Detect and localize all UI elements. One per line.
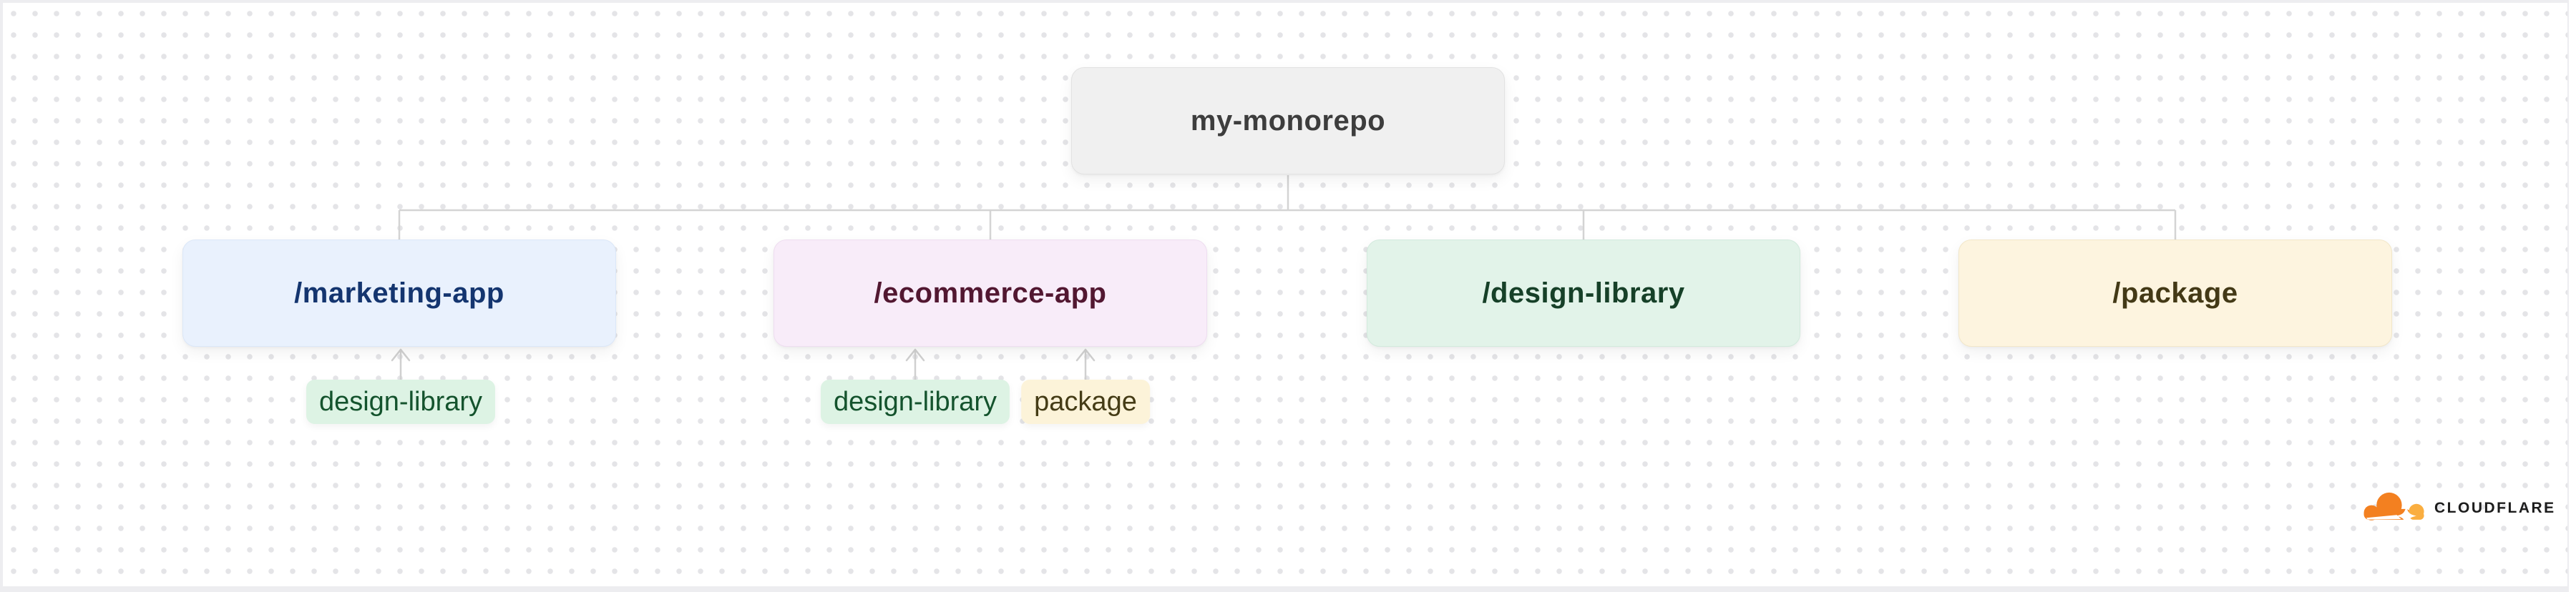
tag-label: package xyxy=(1034,386,1137,417)
tag-label: design-library xyxy=(318,386,483,417)
tag-label: design-library xyxy=(833,386,997,417)
node-label: /ecommerce-app xyxy=(874,277,1107,309)
node-my-monorepo[interactable]: my-monorepo xyxy=(1071,67,1505,174)
node-package[interactable]: /package xyxy=(1958,240,2392,347)
node-label: my-monorepo xyxy=(1190,104,1386,137)
cloudflare-logo: CLOUDFLARE xyxy=(2361,489,2556,528)
node-label: /design-library xyxy=(1482,277,1685,309)
node-marketing-app[interactable]: /marketing-app xyxy=(182,240,616,347)
dependency-tag-design-library[interactable]: design-library xyxy=(306,380,496,424)
node-design-library[interactable]: /design-library xyxy=(1367,240,1800,347)
dependency-tag-package[interactable]: package xyxy=(1021,380,1150,424)
node-ecommerce-app[interactable]: /ecommerce-app xyxy=(774,240,1207,347)
dependency-tag-design-library[interactable]: design-library xyxy=(820,380,1010,424)
cloudflare-cloud-icon xyxy=(2363,492,2424,526)
window-frame-strip xyxy=(2569,0,2576,592)
node-label: /package xyxy=(2112,277,2238,309)
cloudflare-wordmark: CLOUDFLARE xyxy=(2434,500,2556,516)
node-label: /marketing-app xyxy=(294,277,504,309)
